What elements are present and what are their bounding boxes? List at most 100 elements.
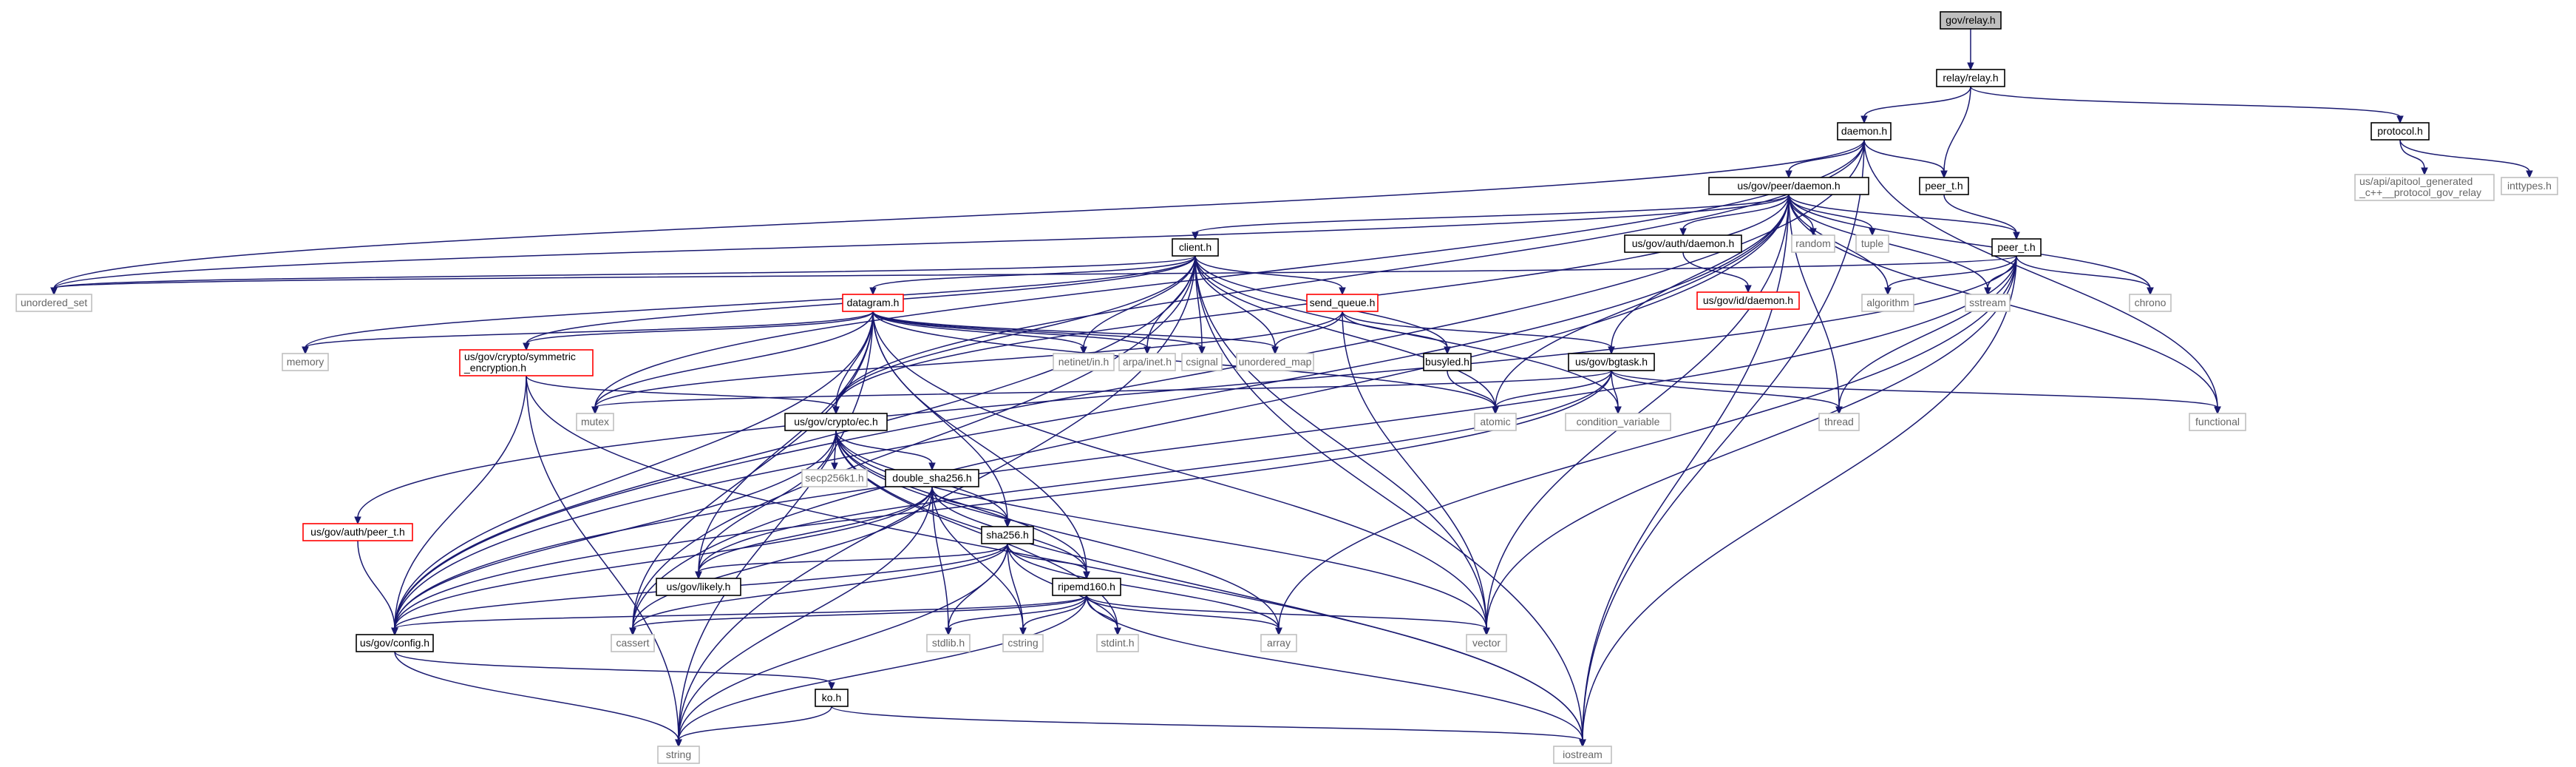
node-box	[1565, 413, 1671, 431]
edge-send-queue-to-busyled	[1342, 311, 1451, 355]
node-protocol[interactable]: protocol.h	[2371, 122, 2430, 141]
node-label: protocol.h	[2377, 125, 2422, 137]
node-gov-relay[interactable]: gov/relay.h	[1940, 11, 2002, 30]
node-double-sha256[interactable]: double_sha256.h	[885, 469, 979, 487]
edge-daemon-to-config	[391, 139, 1865, 636]
edge-client-to-unordered-set	[50, 255, 1196, 296]
node-label: us/gov/config.h	[360, 637, 429, 649]
node-box	[1624, 234, 1742, 253]
edge-ripemd160-to-vector	[1086, 595, 1490, 636]
edge-ko-to-iostream	[831, 706, 1586, 748]
edge-client-to-iostream	[1194, 255, 1586, 748]
node-box	[842, 294, 904, 312]
node-config[interactable]: us/gov/config.h	[356, 634, 434, 652]
node-datagram[interactable]: datagram.h	[842, 294, 904, 312]
edge-ko-to-string	[675, 706, 832, 748]
node-daemon[interactable]: daemon.h	[1837, 122, 1892, 141]
edge-peer-t-mid-to-vector	[1483, 255, 2017, 636]
node-label: algorithm	[1866, 297, 1909, 308]
edge-client-to-atomic	[1194, 255, 1499, 415]
node-box	[657, 746, 700, 764]
node-string: string	[657, 746, 700, 764]
node-box	[1118, 353, 1176, 371]
node-send-queue[interactable]: send_queue.h	[1306, 294, 1379, 312]
node-relay-relay[interactable]: relay/relay.h	[1936, 69, 2005, 87]
node-stdlib: stdlib.h	[926, 634, 971, 652]
node-auth-daemon[interactable]: us/gov/auth/daemon.h	[1624, 234, 1742, 253]
edge-gov-relay-to-relay-relay	[1967, 29, 1974, 71]
node-box	[1306, 294, 1379, 312]
node-label: us/gov/peer/daemon.h	[1737, 180, 1840, 192]
edge-auth-daemon-to-id-daemon	[1682, 251, 1752, 294]
node-label: us/gov/auth/daemon.h	[1632, 237, 1735, 249]
node-unordered-set: unordered_set	[16, 294, 92, 312]
node-label: ko.h	[822, 692, 841, 703]
node-box	[885, 469, 979, 487]
node-bgtask[interactable]: us/gov/bgtask.h	[1568, 353, 1655, 371]
edge-symmetric-to-crypto-ec	[526, 375, 840, 415]
node-peer-daemon[interactable]: us/gov/peer/daemon.h	[1708, 177, 1869, 195]
node-label: double_sha256.h	[892, 472, 971, 484]
node-condition-variable: condition_variable	[1565, 413, 1671, 431]
node-box	[1466, 634, 1507, 652]
edge-client-to-string	[675, 255, 1196, 748]
node-secp256k1: secp256k1.h	[801, 469, 868, 487]
node-peer-t-mid[interactable]: peer_t.h	[1991, 238, 2042, 257]
node-box	[2189, 413, 2246, 431]
node-vector: vector	[1466, 634, 1507, 652]
node-label: csignal	[1186, 356, 1218, 368]
node-label: thread	[1824, 416, 1854, 428]
edge-client-to-memory	[302, 255, 1196, 355]
node-sha256[interactable]: sha256.h	[981, 526, 1034, 544]
node-ripemd160[interactable]: ripemd160.h	[1052, 578, 1121, 596]
node-label: peer_t.h	[1925, 180, 1962, 192]
node-cstring: cstring	[1002, 634, 1044, 652]
edge-peer-daemon-to-auth-daemon	[1679, 194, 1790, 237]
edge-daemon-to-unordered-set	[50, 139, 1865, 296]
node-auth-peer-t[interactable]: us/gov/auth/peer_t.h	[302, 523, 413, 541]
node-array: array	[1260, 634, 1297, 652]
node-box	[926, 634, 971, 652]
node-label: array	[1267, 637, 1291, 649]
node-tuple: tuple	[1855, 234, 1889, 253]
node-box	[1260, 634, 1297, 652]
edge-send-queue-to-unordered-map	[1271, 311, 1343, 355]
node-box	[1940, 11, 2002, 30]
node-label: datagram.h	[847, 297, 900, 308]
node-label: peer_t.h	[1997, 241, 2035, 253]
node-busyled[interactable]: busyled.h	[1423, 353, 1472, 371]
node-box	[1002, 634, 1044, 652]
node-label: us/gov/bgtask.h	[1575, 356, 1648, 368]
node-memory: memory	[282, 353, 329, 371]
edge-sha256-to-cstring	[1007, 543, 1027, 636]
node-box	[1423, 353, 1472, 371]
node-box	[1855, 234, 1889, 253]
node-box	[1919, 177, 1969, 195]
node-label: stdint.h	[1101, 637, 1134, 649]
node-ko[interactable]: ko.h	[815, 689, 849, 707]
node-netinet: netinet/in.h	[1053, 353, 1115, 371]
node-peer-t-top[interactable]: peer_t.h	[1919, 177, 1969, 195]
node-label: stdlib.h	[932, 637, 965, 649]
node-box	[1965, 294, 2011, 312]
node-label: cstring	[1007, 637, 1038, 649]
node-chrono: chrono	[2129, 294, 2172, 312]
node-box	[1818, 413, 1860, 431]
node-likely[interactable]: us/gov/likely.h	[656, 578, 741, 596]
node-label: daemon.h	[1841, 125, 1887, 137]
node-box	[1708, 177, 1869, 195]
node-label: us/gov/crypto/ec.h	[794, 416, 878, 428]
node-box	[2501, 177, 2558, 195]
edge-config-to-string	[394, 651, 682, 748]
edge-peer-t-top-to-peer-t-mid	[1943, 194, 2020, 240]
node-client[interactable]: client.h	[1172, 238, 1219, 257]
edge-protocol-to-inttypes	[2399, 139, 2533, 179]
edge-bgtask-to-functional	[1611, 370, 2221, 415]
node-arpa: arpa/inet.h	[1118, 353, 1176, 371]
node-symmetric[interactable]: us/gov/crypto/symmetric_encryption.h	[459, 349, 594, 376]
node-thread: thread	[1818, 413, 1860, 431]
node-label: cassert	[616, 637, 649, 649]
node-crypto-ec[interactable]: us/gov/crypto/ec.h	[784, 413, 888, 431]
node-label: tuple	[1861, 237, 1884, 249]
node-id-daemon[interactable]: us/gov/id/daemon.h	[1696, 291, 1800, 310]
